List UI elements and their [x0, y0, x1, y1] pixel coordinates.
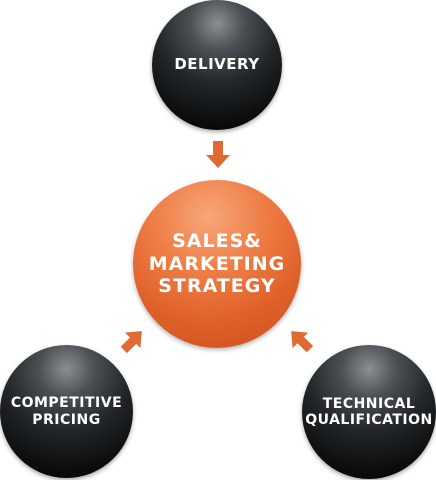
sales-marketing-strategy-node: SALES& MARKETING STRATEGY [133, 180, 301, 348]
technical-label-line-2: QUALIFICATION [305, 412, 433, 428]
arrow-technical-head [291, 331, 309, 349]
technical-label-line-1: TECHNICAL [322, 395, 416, 412]
arrow-technical-to-center [291, 331, 314, 353]
center-label-line-1: SALES& [172, 229, 262, 252]
delivery-node: DELIVERY [152, 0, 282, 130]
technical-qualification-node: TECHNICAL QUALIFICATION [302, 345, 436, 479]
arrow-delivery-to-center [206, 141, 230, 168]
center-label: SALES& MARKETING STRATEGY [149, 230, 285, 298]
arrow-pricing-to-center [120, 331, 142, 354]
arrow-pricing-shaft [120, 336, 137, 354]
competitive-pricing-node: COMPETITIVE PRICING [0, 345, 133, 478]
arrow-technical-shaft [296, 336, 314, 353]
pricing-label: COMPETITIVE PRICING [11, 395, 122, 427]
pricing-label-line-2: PRICING [32, 411, 101, 428]
delivery-label-line-1: DELIVERY [174, 55, 260, 74]
arrow-delivery-shaft [213, 141, 223, 156]
arrow-delivery-head [206, 155, 230, 168]
center-label-line-2: MARKETING [148, 252, 286, 275]
pricing-label-line-1: COMPETITIVE [10, 395, 123, 412]
center-label-line-3: STRATEGY [158, 275, 276, 298]
technical-label: TECHNICAL QUALIFICATION [305, 396, 432, 428]
arrow-pricing-head [124, 331, 142, 349]
delivery-label: DELIVERY [174, 55, 260, 74]
